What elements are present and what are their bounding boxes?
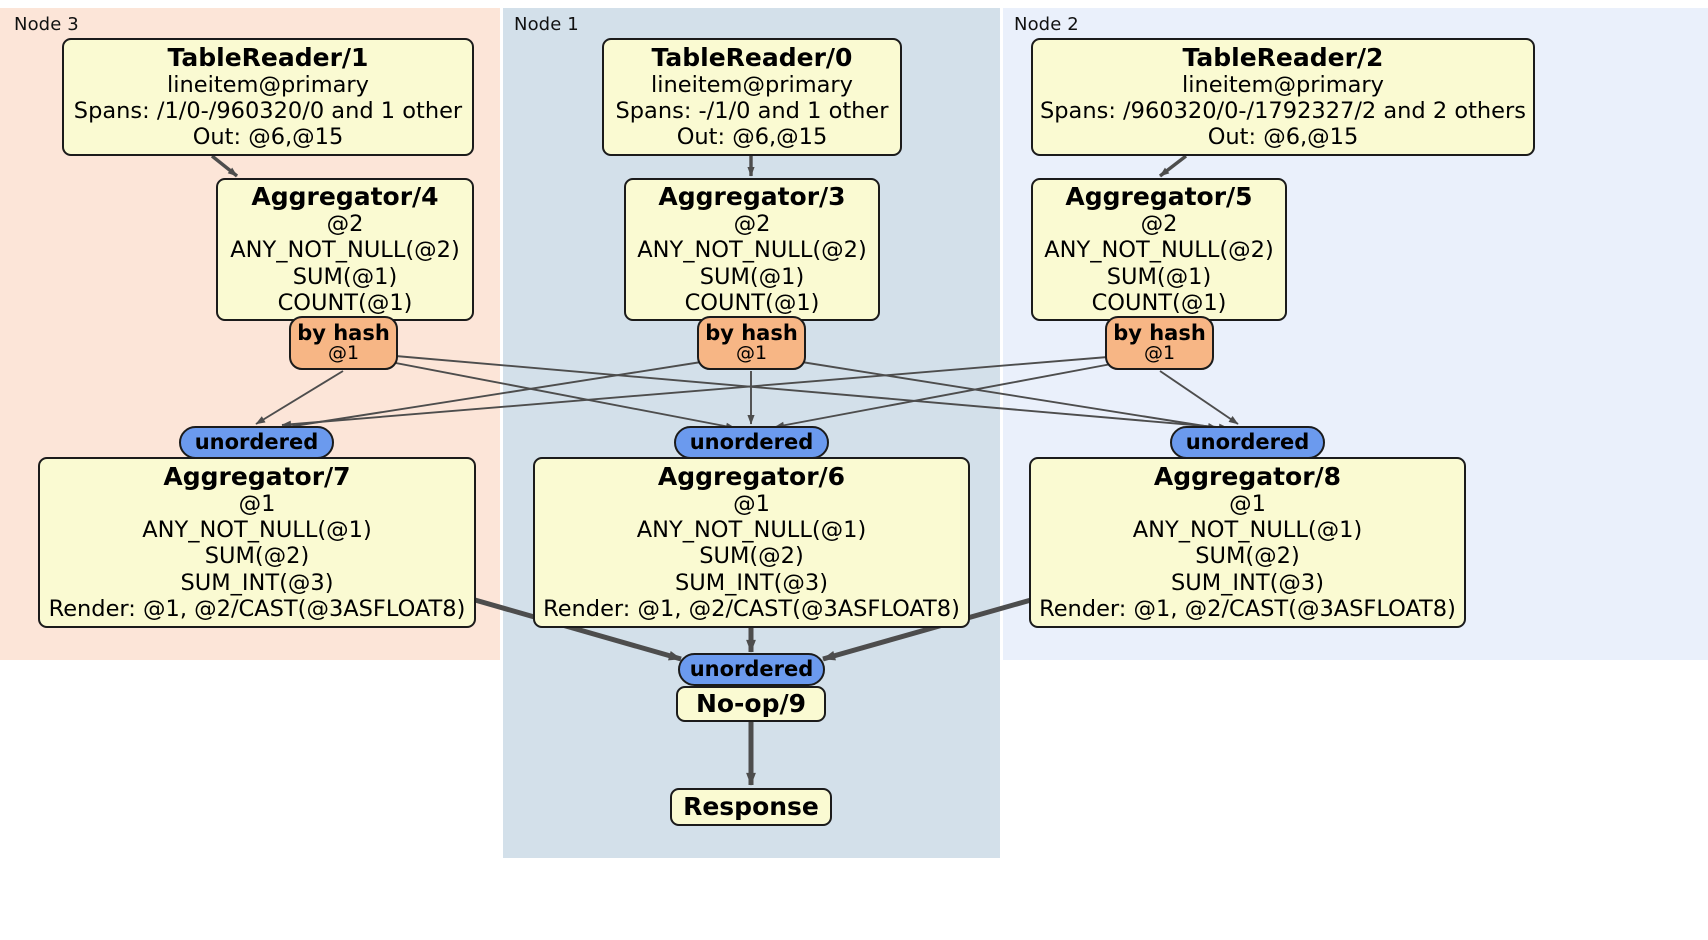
processor-line: SUM_INT(@3) xyxy=(1171,569,1324,596)
router-hash-left[interactable]: by hash @1 xyxy=(289,316,398,370)
processor-line: lineitem@primary xyxy=(1182,71,1384,98)
processor-line: COUNT(@1) xyxy=(684,289,820,316)
processor-line: @2 xyxy=(326,211,364,238)
processor-aggregator5[interactable]: Aggregator/5 @2 ANY_NOT_NULL(@2) SUM(@1)… xyxy=(1031,178,1287,321)
processor-line: @1 xyxy=(1229,491,1266,518)
router-detail: @1 xyxy=(1143,342,1176,365)
processor-title: Aggregator/4 xyxy=(251,182,439,212)
processor-line: SUM(@2) xyxy=(204,543,310,570)
processor-line: ANY_NOT_NULL(@2) xyxy=(637,237,867,264)
processor-line: SUM(@1) xyxy=(1106,263,1212,290)
router-detail: @1 xyxy=(327,342,360,365)
processor-line: ANY_NOT_NULL(@1) xyxy=(142,517,372,544)
processor-line: ANY_NOT_NULL(@2) xyxy=(1044,237,1274,264)
router-kind-label: by hash xyxy=(297,321,390,345)
processor-line: Out: @6,@15 xyxy=(1207,124,1359,151)
processor-line: COUNT(@1) xyxy=(277,289,413,316)
processor-aggregator4[interactable]: Aggregator/4 @2 ANY_NOT_NULL(@2) SUM(@1)… xyxy=(216,178,474,321)
processor-aggregator7[interactable]: Aggregator/7 @1 ANY_NOT_NULL(@1) SUM(@2)… xyxy=(38,457,476,628)
processor-line: @1 xyxy=(733,491,770,518)
processor-tablereader0[interactable]: TableReader/0 lineitem@primary Spans: -/… xyxy=(602,38,902,156)
processor-title: TableReader/2 xyxy=(1182,42,1384,72)
processor-title: No-op/9 xyxy=(695,689,807,718)
processor-tablereader2[interactable]: TableReader/2 lineitem@primary Spans: /9… xyxy=(1031,38,1535,156)
processor-line: Spans: /1/0-/960320/0 and 1 other xyxy=(73,97,463,124)
processor-title: Aggregator/3 xyxy=(658,182,846,212)
router-kind-label: unordered xyxy=(689,430,814,454)
panel-node1-label: Node 1 xyxy=(514,14,579,35)
router-kind-label: unordered xyxy=(194,430,319,454)
processor-aggregator8[interactable]: Aggregator/8 @1 ANY_NOT_NULL(@1) SUM(@2)… xyxy=(1029,457,1466,628)
processor-line: Render: @1, @2/CAST(@3ASFLOAT8) xyxy=(1039,595,1456,622)
router-kind-label: by hash xyxy=(705,321,798,345)
processor-title: Aggregator/5 xyxy=(1065,182,1253,212)
processor-line: ANY_NOT_NULL(@2) xyxy=(230,237,460,264)
processor-line: ANY_NOT_NULL(@1) xyxy=(636,517,867,544)
panel-node2-label: Node 2 xyxy=(1014,14,1079,35)
processor-line: SUM(@1) xyxy=(292,263,398,290)
processor-title: Aggregator/7 xyxy=(163,462,351,492)
processor-line: lineitem@primary xyxy=(651,71,853,98)
processor-title: TableReader/1 xyxy=(167,42,369,72)
processor-line: Render: @1, @2/CAST(@3ASFLOAT8) xyxy=(543,595,960,622)
router-kind-label: unordered xyxy=(1185,430,1310,454)
router-hash-mid[interactable]: by hash @1 xyxy=(697,316,806,370)
processor-tablereader1[interactable]: TableReader/1 lineitem@primary Spans: /1… xyxy=(62,38,474,156)
router-unordered-final[interactable]: unordered xyxy=(678,653,825,686)
router-kind-label: by hash xyxy=(1113,321,1206,345)
processor-line: Out: @6,@15 xyxy=(676,124,828,151)
processor-line: Render: @1, @2/CAST(@3ASFLOAT8) xyxy=(48,595,466,622)
processor-line: Spans: -/1/0 and 1 other xyxy=(615,97,889,124)
processor-line: SUM(@2) xyxy=(699,543,804,570)
processor-line: ANY_NOT_NULL(@1) xyxy=(1132,517,1363,544)
panel-node3-label: Node 3 xyxy=(14,14,79,35)
processor-line: Out: @6,@15 xyxy=(192,124,344,151)
processor-line: SUM(@2) xyxy=(1195,543,1300,570)
processor-aggregator6[interactable]: Aggregator/6 @1 ANY_NOT_NULL(@1) SUM(@2)… xyxy=(533,457,970,628)
router-kind-label: unordered xyxy=(689,657,814,681)
processor-line: lineitem@primary xyxy=(167,71,369,98)
processor-line: COUNT(@1) xyxy=(1091,289,1227,316)
processor-line: @2 xyxy=(1140,211,1178,238)
processor-line: SUM_INT(@3) xyxy=(675,569,828,596)
processor-aggregator3[interactable]: Aggregator/3 @2 ANY_NOT_NULL(@2) SUM(@1)… xyxy=(624,178,880,321)
router-unordered-left[interactable]: unordered xyxy=(179,426,334,459)
processor-title: Aggregator/6 xyxy=(657,462,846,492)
router-unordered-mid[interactable]: unordered xyxy=(674,426,829,459)
router-detail: @1 xyxy=(735,342,768,365)
router-unordered-right[interactable]: unordered xyxy=(1170,426,1325,459)
router-hash-right[interactable]: by hash @1 xyxy=(1105,316,1214,370)
processor-line: SUM(@1) xyxy=(699,263,805,290)
processor-response[interactable]: Response xyxy=(670,788,832,826)
processor-line: Spans: /960320/0-/1792327/2 and 2 others xyxy=(1039,97,1526,124)
processor-title: Aggregator/8 xyxy=(1153,462,1342,492)
processor-line: @1 xyxy=(238,491,276,518)
processor-noop9[interactable]: No-op/9 xyxy=(676,686,826,722)
processor-line: @2 xyxy=(733,211,771,238)
processor-line: SUM_INT(@3) xyxy=(180,569,334,596)
processor-title: Response xyxy=(683,792,819,821)
processor-title: TableReader/0 xyxy=(651,42,853,72)
